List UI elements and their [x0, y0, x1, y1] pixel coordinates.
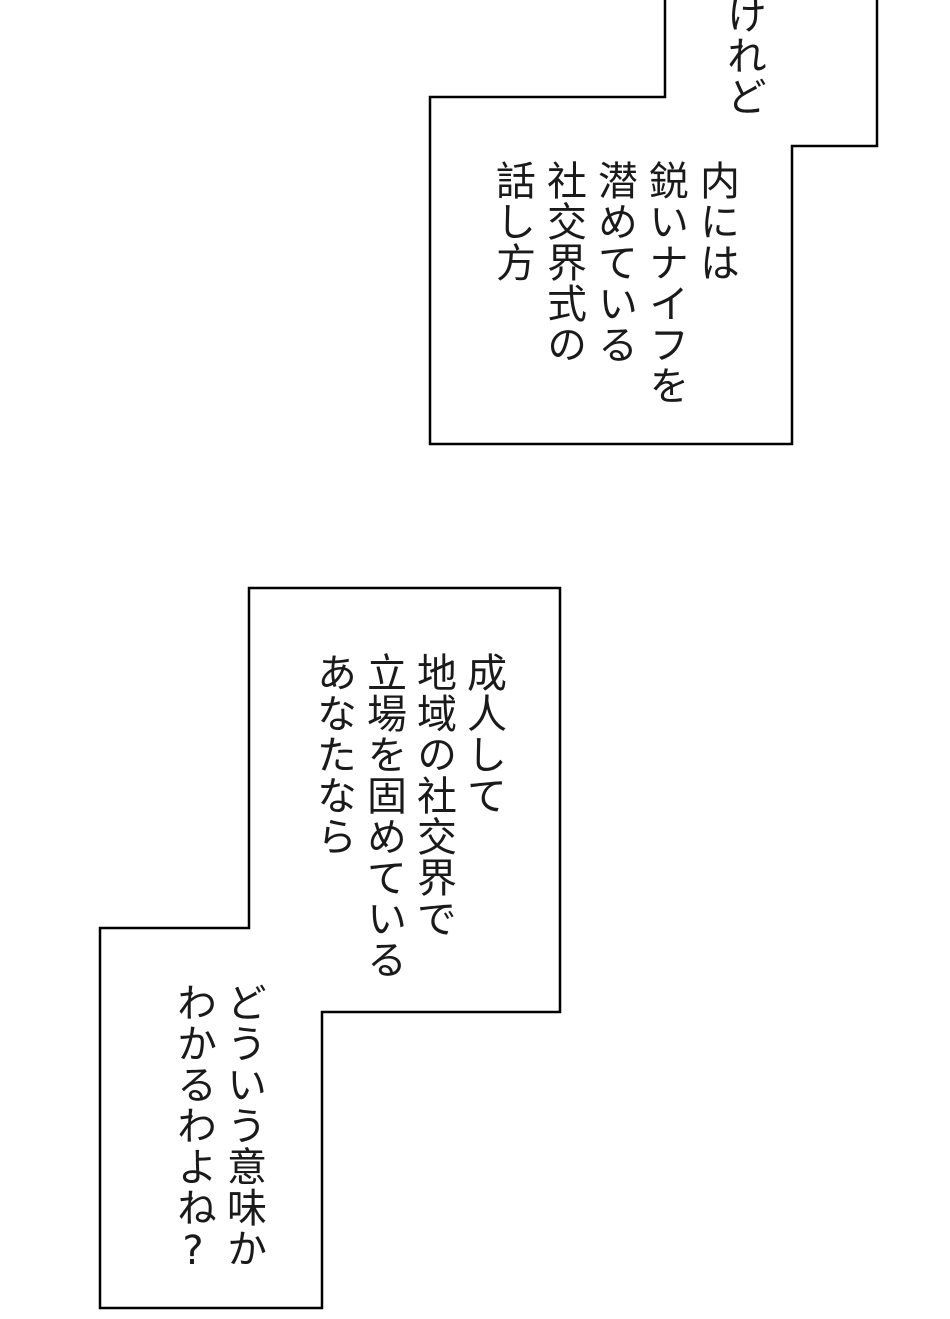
caption-text-column: 地域の社交界で: [410, 652, 456, 939]
caption-text-column: 鋭いナイフを: [642, 160, 688, 406]
caption-text-column: 成人して: [460, 652, 506, 816]
caption-text-column: 社交界式の: [540, 160, 586, 365]
caption-text-column: 立場を固めている: [360, 652, 406, 980]
caption-text-column: けれど: [720, 0, 766, 117]
caption-text-column: 話し方: [489, 160, 535, 283]
caption-text-column: わかるわよね?: [170, 982, 216, 1275]
caption-box-lower-outline: [98, 586, 562, 1310]
caption-box-top-outline: [428, 0, 879, 446]
caption-text-column: 内には: [693, 160, 739, 283]
caption-text-column: あなたなら: [310, 652, 356, 857]
caption-text-column: どういう意味か: [220, 982, 266, 1269]
caption-text-column: 潜めている: [591, 160, 637, 365]
